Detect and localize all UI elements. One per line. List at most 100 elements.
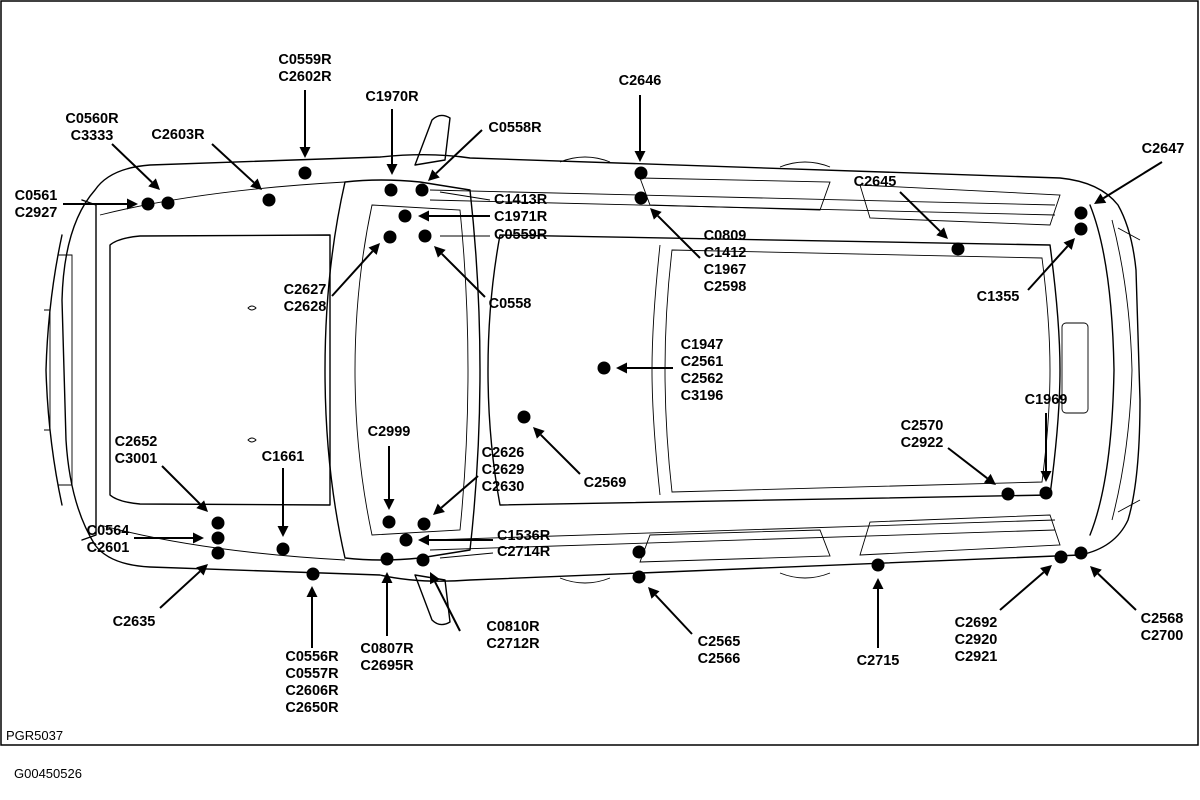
connector-location-dot <box>417 517 431 531</box>
connector-location-dot <box>597 361 611 375</box>
connector-code: C0810R <box>486 619 540 635</box>
c0558-arrowhead <box>434 246 446 258</box>
connector-code: C2627 <box>284 282 327 298</box>
connector-code: C0559R <box>494 227 548 243</box>
c2999-arrowhead <box>383 499 395 510</box>
c2635-leader-line <box>159 570 201 609</box>
wiring-harness-line <box>439 191 491 201</box>
connector-location-dot <box>398 209 412 223</box>
connector-code: C2921 <box>955 649 998 665</box>
connector-location-dot <box>383 230 397 244</box>
connector-label-c1536r: C1536R <box>497 528 551 544</box>
connector-code: C2568 <box>1141 611 1184 627</box>
connector-location-dot <box>211 546 225 560</box>
connector-code: C1970R <box>365 89 419 105</box>
figure-frame <box>0 0 1199 746</box>
connector-code: C3001 <box>115 451 158 467</box>
connector-code: C1536R <box>497 528 551 544</box>
c1355-leader-line <box>1027 245 1069 291</box>
connector-code: C0807R <box>360 641 414 657</box>
connector-location-dot <box>1039 486 1053 500</box>
connector-location-dot <box>415 183 429 197</box>
connector-label-c1969: C1969 <box>1025 392 1068 408</box>
connector-location-dot <box>1054 550 1068 564</box>
c2569-arrowhead <box>533 427 545 439</box>
connector-code: C2603R <box>151 127 205 143</box>
connector-code: C1967 <box>704 262 747 278</box>
c1947-group-arrowhead <box>616 362 627 374</box>
connector-label-c0559r: C0559R <box>494 227 548 243</box>
c0560r-c3333-arrowhead <box>148 178 160 190</box>
connector-location-dot <box>399 533 413 547</box>
c1971r-arrowhead <box>418 210 429 222</box>
connector-code: C2712R <box>486 636 540 652</box>
c0809-group-arrowhead <box>650 208 662 220</box>
c1969-arrowhead <box>1040 471 1052 482</box>
connector-location-dot <box>211 516 225 530</box>
connector-markers <box>63 90 1163 648</box>
connector-location-dot <box>632 545 646 559</box>
connector-code: C0560R <box>65 111 119 127</box>
connector-code: C2700 <box>1141 628 1184 644</box>
connector-code: C0559R <box>278 52 332 68</box>
c2568-c2700-arrowhead <box>1090 566 1102 578</box>
c2652-c3001-leader-line <box>161 465 201 505</box>
connector-code: C2606R <box>285 683 339 699</box>
connector-label-c0558r: C0558R <box>488 120 542 136</box>
c2569-leader-line <box>540 434 581 475</box>
connector-code: C2646 <box>619 73 662 89</box>
c0564-c2601-arrowhead <box>193 532 204 544</box>
connector-location-dot <box>632 570 646 584</box>
connector-location-dot <box>380 552 394 566</box>
connector-code: C2715 <box>857 653 900 669</box>
connector-label-c1970r: C1970R <box>365 89 419 105</box>
c2692-group-leader-line <box>999 571 1045 611</box>
connector-label-c0558: C0558 <box>489 296 532 312</box>
connector-location-dot <box>382 515 396 529</box>
c2626-group-arrowhead <box>433 503 445 515</box>
connector-code: C2626 <box>482 445 525 461</box>
connector-code: C2645 <box>854 174 897 190</box>
c2603r-arrowhead <box>250 178 262 190</box>
c0559r-c2602r-arrowhead <box>299 147 311 158</box>
c2646-arrowhead <box>634 151 646 162</box>
c0561-c2927-arrowhead <box>127 198 138 210</box>
c2570-c2922-arrowhead <box>983 473 996 485</box>
c2645-leader-line <box>899 191 941 233</box>
c2603r-leader-line <box>211 143 255 184</box>
connector-code: C2999 <box>368 424 411 440</box>
connector-location-dot <box>276 542 290 556</box>
connector-location-dot <box>1001 487 1015 501</box>
connector-location-dot <box>1074 206 1088 220</box>
connector-code: C2602R <box>278 69 332 85</box>
connector-code: C1412 <box>704 245 747 261</box>
connector-code: C0564 <box>87 523 130 539</box>
c2635-arrowhead <box>196 564 208 576</box>
connector-code: C0561 <box>15 188 58 204</box>
connector-code: C0556R <box>285 649 339 665</box>
c0810r-c2712r-arrowhead <box>430 572 440 585</box>
image-code: G00450526 <box>14 766 82 781</box>
c0558r-leader-line <box>435 129 483 175</box>
connector-location-dot <box>298 166 312 180</box>
connector-location-dot <box>416 553 430 567</box>
connector-label-c2645: C2645 <box>854 174 897 190</box>
connector-label-c2715: C2715 <box>857 653 900 669</box>
c2568-c2700-leader-line <box>1097 572 1137 611</box>
connector-code: C2714R <box>497 544 551 560</box>
connector-location-dot <box>951 242 965 256</box>
connector-location-dot <box>306 567 320 581</box>
connector-code: C0558 <box>489 296 532 312</box>
connector-label-c2647: C2647 <box>1142 141 1185 157</box>
connector-code: C2566 <box>698 651 741 667</box>
connector-code: C2628 <box>284 299 327 315</box>
wiring-harness-line <box>439 552 494 559</box>
